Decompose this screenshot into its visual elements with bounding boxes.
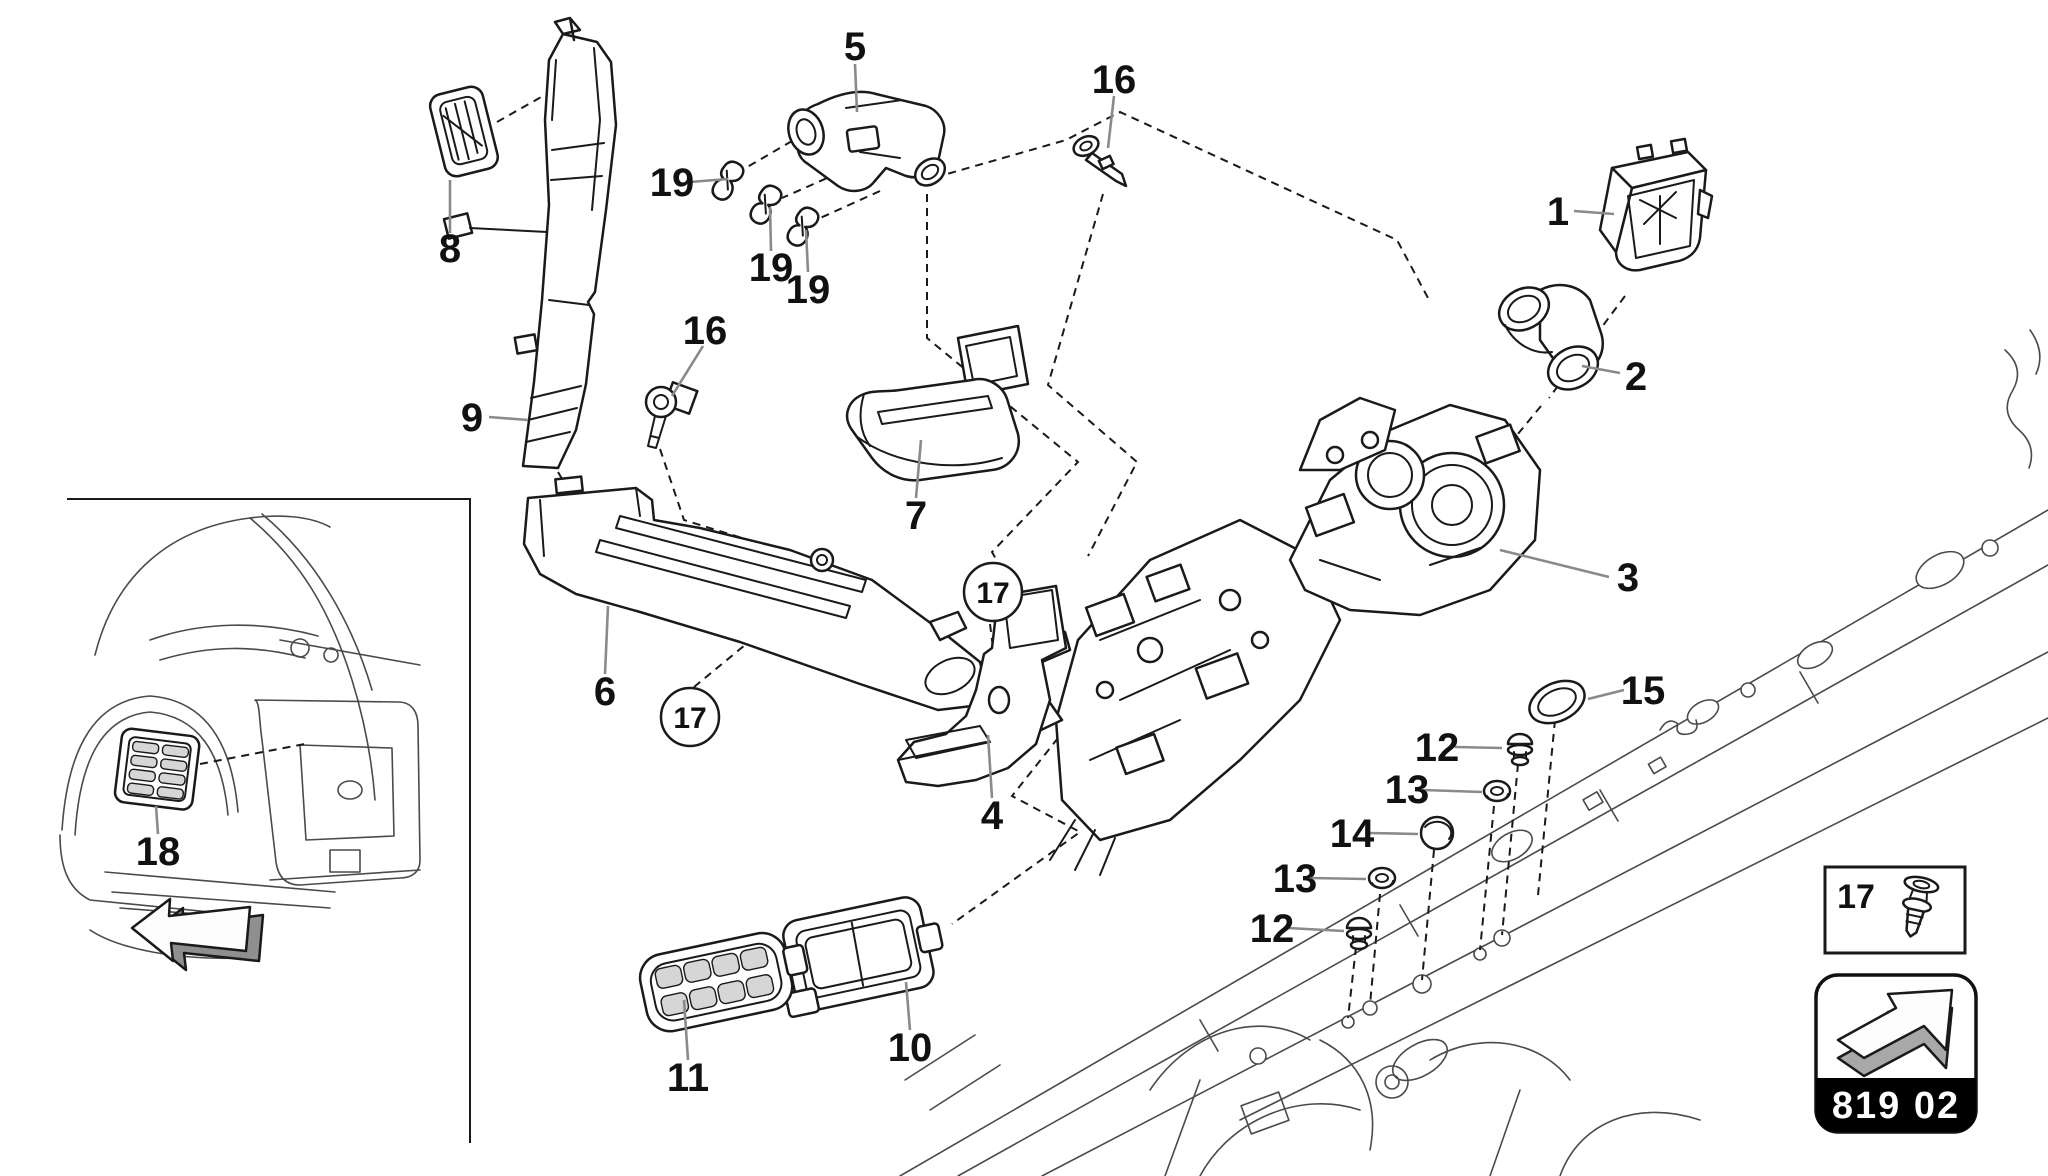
callout-8: 8 <box>439 227 461 271</box>
part-12-clip-upper-drawing <box>1506 732 1534 767</box>
callout-3: 3 <box>1617 556 1639 600</box>
part-1-vent-housing-drawing <box>1598 137 1714 272</box>
part-19-clip-2-drawing <box>749 184 783 225</box>
part-16-key-drawing <box>644 381 699 449</box>
part-11-vent-grille-drawing <box>638 931 809 1033</box>
part-2-duct-drawing <box>1497 283 1604 391</box>
part-12-clip-lower-drawing <box>1345 916 1373 951</box>
part-4-duct-drawing <box>896 584 1068 788</box>
callout-17-circle-right-label: 17 <box>976 577 1009 610</box>
callout-14: 14 <box>1330 812 1375 856</box>
part-13-grommet-upper-drawing <box>1482 779 1512 803</box>
callout-17-circle-right: 17 <box>962 561 1024 623</box>
callout-17-circle-left: 17 <box>659 686 721 748</box>
chassis-rail-drawing <box>899 329 2048 1176</box>
callout-17-circle-left-label: 17 <box>673 702 706 735</box>
part-19-clip-3-drawing <box>786 206 820 247</box>
direction-arrow-icon <box>130 897 265 972</box>
callout-19-3: 19 <box>786 268 831 312</box>
part-16-screw-drawing <box>1072 134 1128 188</box>
callout-2: 2 <box>1625 355 1647 399</box>
part-6-duct-drawing <box>522 475 988 712</box>
fastener-detail-box: 17 <box>1823 865 1967 955</box>
part-9-pillar-trim-drawing <box>442 16 618 470</box>
push-pin-clip-icon <box>1902 875 1940 938</box>
callout-9: 9 <box>461 396 483 440</box>
part-14-ring-drawing <box>1419 815 1455 851</box>
inset-frame <box>67 498 471 1143</box>
callout-6: 6 <box>594 670 616 714</box>
callout-7: 7 <box>905 494 927 538</box>
callout-1: 1 <box>1547 190 1569 234</box>
nav-arrow-up-right-icon <box>1836 988 1954 1078</box>
callout-10: 10 <box>888 1026 933 1070</box>
car-body-inset-drawing <box>59 513 421 960</box>
callout-13-upper: 13 <box>1385 768 1430 812</box>
callout-19-2: 19 <box>749 246 794 290</box>
vent-grille-18-drawing <box>113 727 201 811</box>
nav-badge-code-bar <box>1816 1078 1976 1132</box>
callout-12-upper: 12 <box>1415 726 1460 770</box>
callout-leader-lines <box>154 63 1625 1061</box>
callout-11: 11 <box>667 1056 709 1100</box>
callout-19-1: 19 <box>650 161 695 205</box>
callout-15: 15 <box>1621 669 1666 713</box>
callout-4: 4 <box>981 794 1004 838</box>
section-nav-badge[interactable]: 819 02 <box>1814 973 1978 1134</box>
part-13-grommet-lower-drawing <box>1367 866 1397 890</box>
callout-16-screw: 16 <box>1092 58 1137 102</box>
nav-badge-code: 819 02 <box>1832 1085 1960 1127</box>
part-15-grommet-drawing <box>1528 679 1586 725</box>
part-5-duct-drawing <box>787 90 947 193</box>
detail-box-label: 17 <box>1837 878 1875 916</box>
callout-13-lower: 13 <box>1273 857 1318 901</box>
part-8-clip-drawing <box>428 85 500 178</box>
callout-18: 18 <box>136 830 181 874</box>
callout-16-key: 16 <box>683 309 728 353</box>
part-10-duct-housing-drawing <box>782 896 944 1019</box>
callout-12-lower: 12 <box>1250 907 1295 951</box>
hvac-assembly-drawing <box>1008 396 1542 876</box>
callout-5: 5 <box>844 25 866 69</box>
part-7-duct-drawing <box>845 324 1030 482</box>
